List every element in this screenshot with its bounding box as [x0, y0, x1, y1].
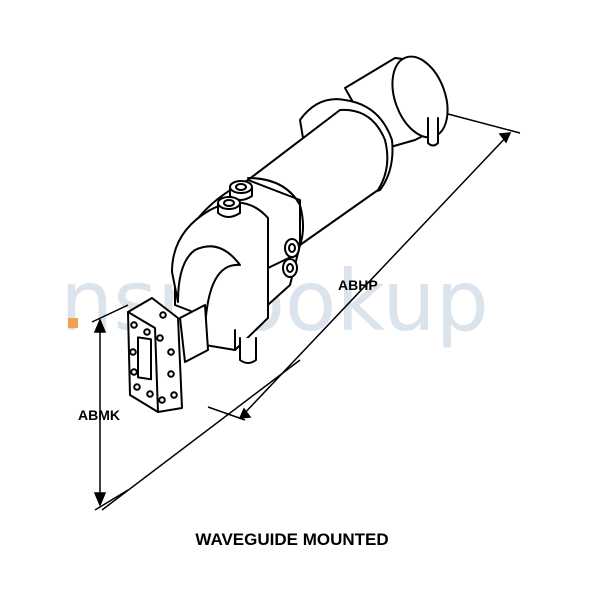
extension-line-rear: [447, 113, 521, 134]
reference-line-diagonal: [101, 359, 301, 511]
watermark-accent-dot: [68, 318, 78, 328]
arrow-abhp-top: [498, 132, 512, 144]
dimension-label-height: ABMK: [78, 407, 120, 423]
extension-line-bottom: [94, 489, 129, 511]
top-ports: [217, 180, 253, 218]
arrow-abhp-bottom: [238, 407, 252, 419]
waveguide-stub: [179, 304, 209, 363]
dimension-lines: [91, 113, 521, 511]
arrow-abmk-bottom: [93, 492, 107, 507]
front-leg: [239, 337, 257, 364]
extension-line-front: [207, 406, 246, 421]
arrow-abmk-top: [93, 318, 107, 333]
diagram-caption: WAVEGUIDE MOUNTED: [195, 530, 388, 549]
side-ports: [282, 238, 300, 278]
front-flange: [127, 297, 183, 413]
extension-line-top: [91, 304, 129, 323]
dimension-label-length: ABHP: [338, 277, 378, 293]
